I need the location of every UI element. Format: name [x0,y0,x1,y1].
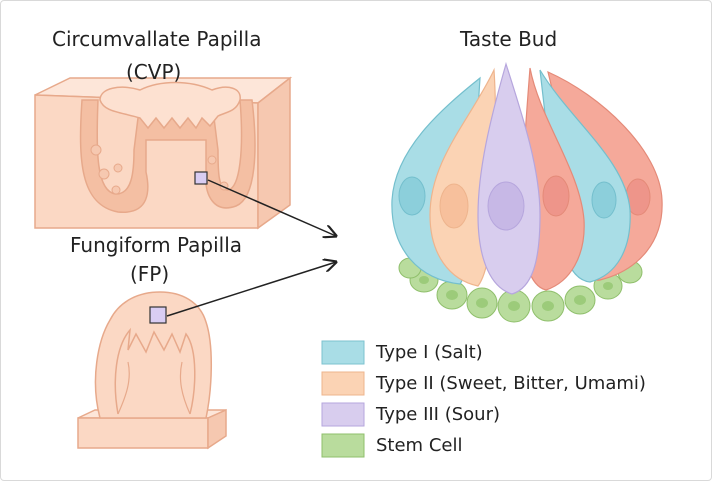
fp-base-side [207,408,227,450]
legend [321,340,365,458]
fp-title: Fungiform Papilla [70,233,243,257]
cvp-arrow [207,179,336,236]
cvp-block-side [257,76,291,230]
fp-stalk [94,291,212,419]
stem-cells [398,257,643,323]
legend-label-stem: Stem Cell [376,435,463,456]
fp-abbr: (FP) [130,262,170,286]
cvp-trench [79,99,256,213]
type3-cell [477,61,541,295]
fp-arrow [166,262,336,317]
fp-base [77,417,209,449]
legend-label-type1: Type I (Salt) [376,342,483,363]
cvp-title: Circumvallate Papilla [52,27,262,51]
legend-label-type2: Type II (Sweet, Bitter, Umami) [376,373,646,394]
cvp-abbr: (CVP) [126,60,182,84]
cvp-papilla-top [99,81,241,130]
legend-label-type3: Type III (Sour) [376,404,501,425]
cvp-marker [194,171,208,185]
fp-inner [114,327,196,415]
legend-swatch-type2 [321,371,365,396]
legend-swatch-type1 [321,340,365,365]
fp-marker [149,306,167,324]
fp-illustration [77,291,227,450]
legend-swatch-type3 [321,402,365,427]
cvp-illustration [34,76,293,230]
taste-bud-title: Taste Bud [460,27,558,51]
legend-swatch-stem [321,433,365,458]
taste-bud [391,61,663,323]
